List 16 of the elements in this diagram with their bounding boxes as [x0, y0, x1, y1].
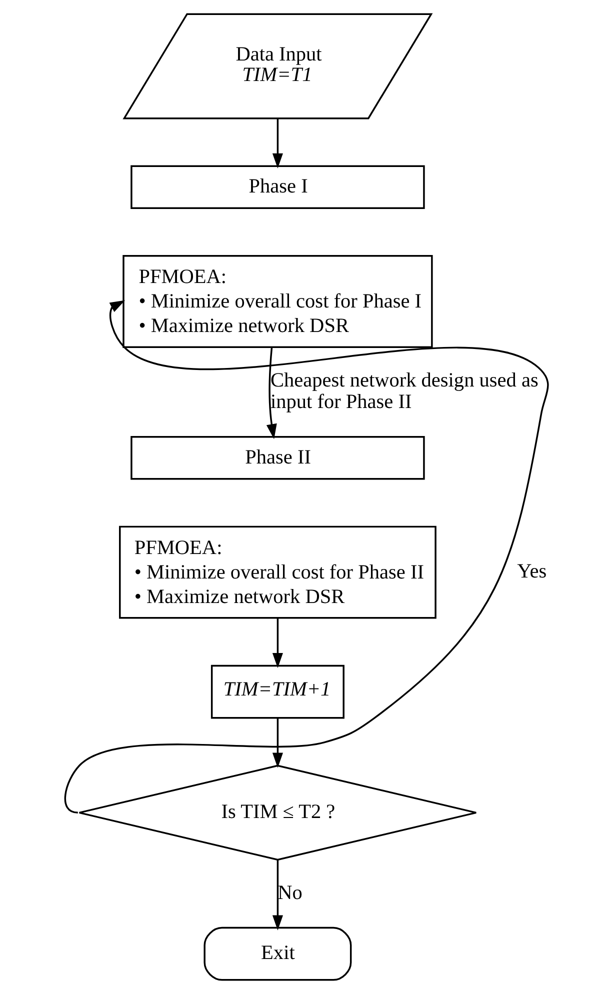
arrow [272, 718, 283, 768]
node-box: PFMOEA: • Minimize overall cost for Phase II • Maximize network DSR [119, 526, 436, 619]
node-box: Phase I [130, 165, 425, 209]
node-diamond: Is TIM ≤ T2 ? [78, 764, 477, 861]
arrow [272, 118, 283, 168]
edge-label: No [278, 882, 302, 904]
node-box: TIM=TIM+1 [210, 664, 344, 719]
arrow [64, 300, 548, 814]
node-box: Phase II [130, 436, 425, 480]
edge-label: Cheapest network design used as input for Phase II [270, 370, 538, 414]
node-box: PFMOEA: • Minimize overall cost for Phase I • Maximize network DSR [122, 255, 433, 348]
edge-label: Yes [517, 560, 547, 583]
arrow [272, 618, 283, 668]
arrow [272, 860, 283, 930]
arrow [266, 347, 277, 440]
node-box: Exit [204, 926, 352, 981]
